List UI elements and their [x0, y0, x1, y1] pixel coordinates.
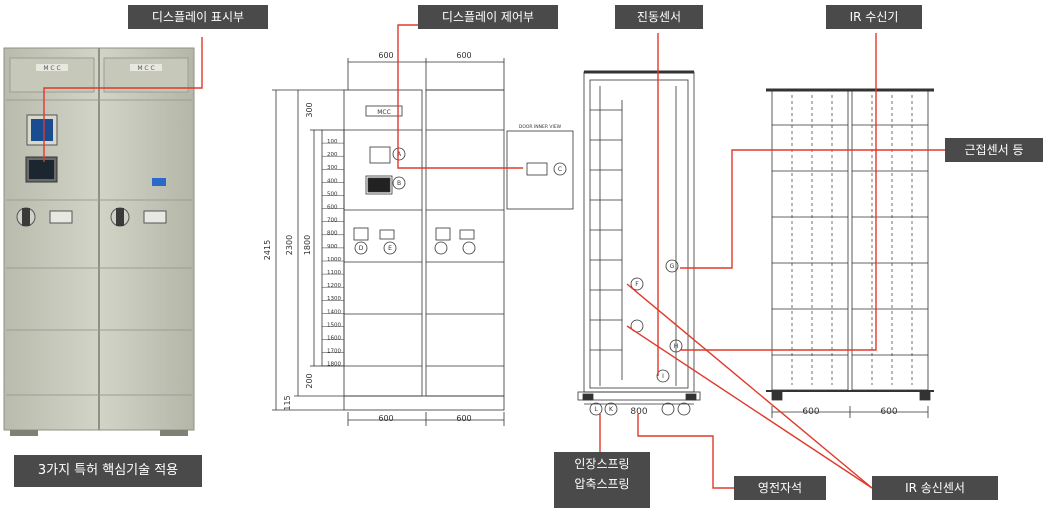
- scale-marks: 100 200 300 400 500 600 700 800 900 1000 1100 1200 1…: [322, 139, 344, 368]
- scale-mark: 1200: [327, 283, 341, 289]
- dim-height-body: 2300: [285, 235, 294, 255]
- callout-letter: B: [397, 180, 401, 187]
- callout-letter: E: [388, 245, 392, 252]
- front-elevation-drawing: [272, 58, 574, 426]
- dim-height-bottom: 200: [305, 373, 314, 388]
- callout-letter: D: [359, 245, 364, 252]
- dim-front-top-left: 600: [378, 51, 393, 60]
- callout-letter: K: [609, 406, 614, 413]
- panel-title-mcc: MCC: [377, 109, 391, 116]
- leader-ir-transmitter-b: [626, 325, 873, 489]
- dim-front-bottom-right: 600: [456, 414, 471, 423]
- dim-side-width: 800: [630, 407, 647, 417]
- dim-height-inner: 1800: [303, 235, 312, 255]
- scale-mark: 100: [327, 139, 338, 145]
- dim-front-top-right: 600: [456, 51, 471, 60]
- scale-mark: 1800: [327, 362, 341, 368]
- leader-ir-transmitter-a: [626, 283, 873, 489]
- caption-patent: 3가지 특허 핵심기술 적용: [14, 455, 202, 487]
- side-rungs: [590, 109, 622, 351]
- cabinet-photo: M C C M C C: [3, 47, 195, 436]
- scale-mark: 700: [327, 218, 338, 224]
- scale-mark: 1000: [327, 257, 341, 263]
- scale-mark: 1400: [327, 309, 341, 315]
- tag-compression-spring: 압축스프링: [574, 477, 630, 491]
- side-view-drawing: [577, 70, 701, 416]
- dim-rear-left: 600: [802, 407, 819, 417]
- tag-proximity-sensor: 근접센서 등: [945, 138, 1043, 162]
- scale-mark: 500: [327, 191, 338, 197]
- scale-mark: 600: [327, 205, 338, 211]
- scale-mark: 1300: [327, 296, 341, 302]
- scale-mark: 900: [327, 244, 338, 250]
- scale-mark: 300: [327, 165, 338, 171]
- callout-letter: G: [670, 263, 675, 270]
- rear-rungs: [772, 95, 928, 385]
- scale-mark: 200: [327, 152, 338, 158]
- tag-tension-spring: 인장스프링: [574, 457, 630, 471]
- callout-letter: F: [635, 281, 639, 288]
- scale-mark: 1600: [327, 336, 341, 342]
- tag-springs: 인장스프링 압축스프링: [554, 452, 650, 508]
- callout-letter: A: [397, 151, 402, 158]
- callout-leader-lines: [43, 24, 945, 489]
- leader-magnet: [637, 414, 734, 489]
- scale-mark: 800: [327, 231, 338, 237]
- scale-mark: 1100: [327, 270, 341, 276]
- leader-proximity-sensor: [680, 149, 945, 269]
- scale-mark: 400: [327, 178, 338, 184]
- tag-vibration-sensor: 진동센서: [615, 5, 703, 29]
- tag-ir-transmitter: IR 송신센서: [872, 476, 998, 500]
- leader-display-panel: [43, 37, 203, 162]
- tag-display-panel: 디스플레이 표시부: [128, 5, 268, 29]
- photo-mcc-left: M C C: [43, 65, 60, 72]
- dim-height-top: 300: [305, 102, 314, 117]
- photo-mcc-right: M C C: [137, 65, 154, 72]
- front-drawing-text: 600 600 600 600 MCC 2415 2300 1800 300 2…: [263, 51, 562, 423]
- scale-mark: 1700: [327, 349, 341, 355]
- door-inner-view-label: DOOR INNER VIEW: [519, 124, 562, 130]
- tag-permanent-magnet: 영전자석: [734, 476, 826, 500]
- tag-ir-receiver: IR 수신기: [826, 5, 922, 29]
- dim-front-bottom-left: 600: [378, 414, 393, 423]
- rear-view-drawing: [766, 88, 934, 418]
- dim-height-base: 115: [283, 395, 292, 410]
- scale-mark: 1500: [327, 322, 341, 328]
- dim-height-total: 2415: [263, 240, 272, 260]
- leader-display-control: [397, 24, 523, 169]
- callout-letter: L: [594, 406, 598, 413]
- callout-letter: C: [558, 166, 562, 173]
- tag-display-control: 디스플레이 제어부: [418, 5, 558, 29]
- leader-ir-receiver: [680, 33, 877, 351]
- dim-rear-right: 600: [880, 407, 897, 417]
- callout-letter: I: [662, 373, 664, 380]
